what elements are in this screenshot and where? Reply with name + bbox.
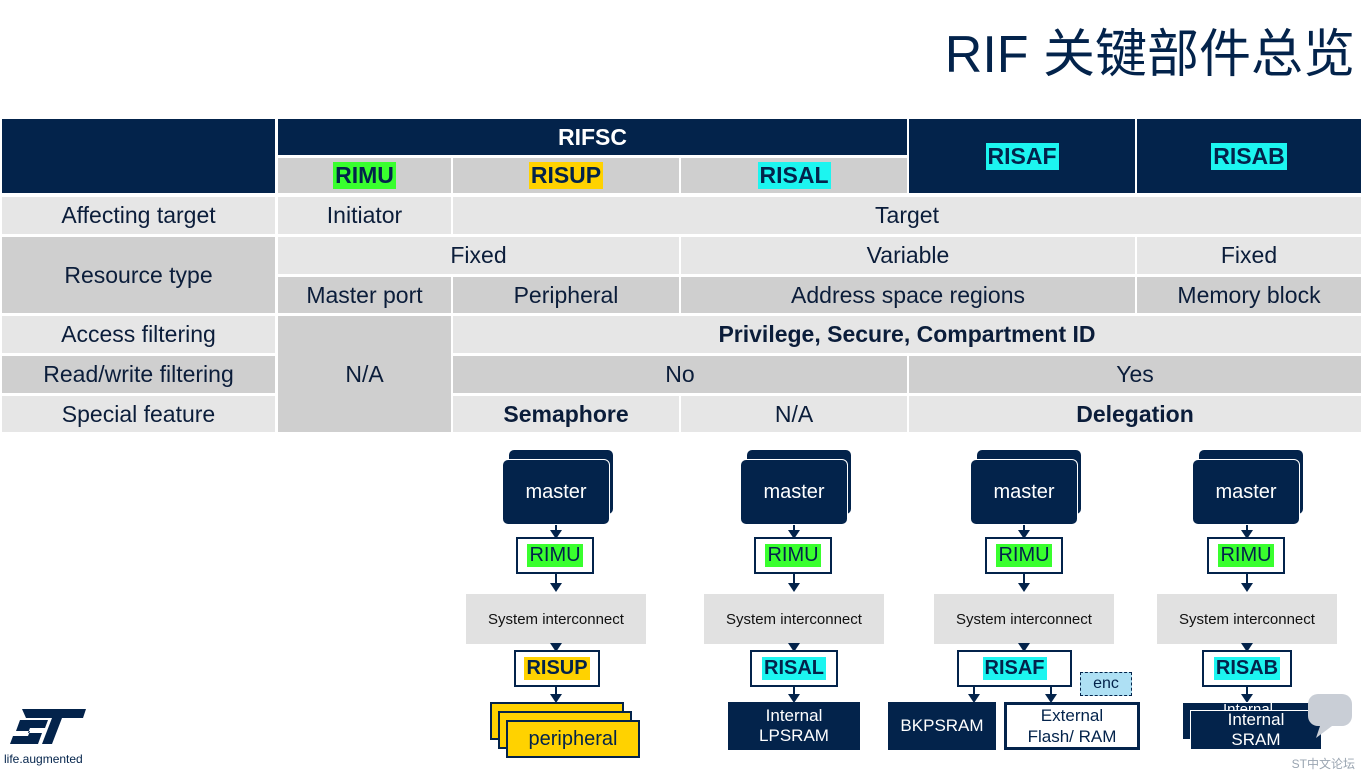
rifsc-header: RIFSC: [276, 117, 909, 157]
master-port-cell: Master port: [276, 275, 453, 315]
affecting-target-label: Affecting target: [0, 195, 277, 236]
rimu-label: RIMU: [765, 544, 821, 567]
rimu-box: RIMU: [754, 537, 832, 574]
risaf-header-label: RISAF: [985, 142, 1059, 170]
arrow-icon: [1018, 525, 1030, 539]
risup-label: RISUP: [524, 657, 590, 680]
arrow-icon: [788, 643, 800, 652]
internal-sram-label: Internal SRAM: [1227, 710, 1285, 749]
internal-lpsram-label: Internal LPSRAM: [759, 706, 829, 745]
master-box: master: [1192, 459, 1300, 525]
special-na-cell: N/A: [679, 394, 909, 434]
rimu-box: RIMU: [985, 537, 1063, 574]
na-merged-cell: N/A: [276, 314, 453, 434]
access-filtering-label: Access filtering: [0, 314, 277, 355]
system-interconnect-box: System interconnect: [466, 594, 646, 644]
resource-type-label: Resource type: [0, 235, 277, 315]
risup-header-label: RISUP: [528, 162, 604, 189]
chat-icon-svg: [1308, 694, 1352, 738]
arrow-icon: [550, 687, 562, 703]
risal-header-cell: RISAL: [679, 156, 909, 195]
peripheral-label: peripheral: [528, 728, 618, 750]
risaf-header-cell: RISAF: [907, 117, 1137, 195]
bkpsram-box: BKPSRAM: [888, 702, 996, 750]
risab-label: RISAB: [1213, 657, 1281, 680]
fixed-cell: Fixed: [276, 235, 681, 276]
st-logo-icon: [10, 709, 86, 744]
address-space-cell: Address space regions: [679, 275, 1137, 315]
master-box: master: [740, 459, 848, 525]
rimu-label: RIMU: [996, 544, 1052, 567]
system-interconnect-box: System interconnect: [1157, 594, 1337, 644]
initiator-cell: Initiator: [276, 195, 453, 236]
rw-no-cell: No: [451, 354, 909, 395]
risab-header-cell: RISAB: [1135, 117, 1363, 195]
delegation-cell: Delegation: [907, 394, 1363, 434]
risal-box: RISAL: [750, 650, 838, 687]
rimu-header-label: RIMU: [333, 162, 396, 189]
internal-lpsram-box: Internal LPSRAM: [728, 702, 860, 750]
page-title: RIF 关键部件总览: [944, 26, 1355, 84]
peripheral-cell: Peripheral: [451, 275, 681, 315]
arrow-icon: [788, 687, 800, 703]
system-interconnect-box: System interconnect: [704, 594, 884, 644]
arrow-icon: [1045, 687, 1057, 703]
enc-box: enc: [1080, 672, 1132, 696]
arrow-icon: [550, 643, 562, 652]
arrow-icon: [1241, 525, 1253, 539]
master-box: master: [502, 459, 610, 525]
peripheral-box: peripheral: [506, 720, 640, 758]
risab-header-label: RISAB: [1211, 142, 1287, 170]
rw-filtering-label: Read/write filtering: [0, 354, 277, 395]
arrow-icon: [1241, 687, 1253, 703]
risup-box: RISUP: [514, 650, 600, 687]
risup-header-cell: RISUP: [451, 156, 681, 195]
rimu-label: RIMU: [1218, 544, 1274, 567]
rimu-box: RIMU: [1207, 537, 1285, 574]
fixed-risab-cell: Fixed: [1135, 235, 1363, 276]
chat-bubble-icon[interactable]: [1306, 692, 1358, 740]
rimu-header-cell: RIMU: [276, 156, 453, 195]
variable-cell: Variable: [679, 235, 1137, 276]
arrow-icon: [550, 525, 562, 539]
rimu-box: RIMU: [516, 537, 594, 574]
header-empty-cell: [0, 117, 277, 195]
external-flash-ram-box: External Flash/ RAM: [1004, 702, 1140, 750]
special-feature-label: Special feature: [0, 394, 277, 434]
risal-header-label: RISAL: [757, 162, 831, 189]
master-box: master: [970, 459, 1078, 525]
arrow-icon: [1018, 574, 1030, 592]
arrow-icon: [788, 574, 800, 592]
bkpsram-label: BKPSRAM: [900, 716, 984, 735]
internal-sram-box: Internal SRAM: [1190, 710, 1322, 750]
risab-box: RISAB: [1202, 650, 1292, 687]
risaf-label: RISAF: [982, 657, 1047, 680]
target-cell: Target: [451, 195, 1363, 236]
arrow-icon: [788, 525, 800, 539]
risaf-box: RISAF: [957, 650, 1072, 687]
external-flash-ram-label: External Flash/ RAM: [1027, 706, 1117, 746]
semaphore-cell: Semaphore: [451, 394, 681, 434]
arrow-icon: [1018, 643, 1030, 652]
arrow-icon: [1241, 574, 1253, 592]
system-interconnect-box: System interconnect: [934, 594, 1114, 644]
memory-block-cell: Memory block: [1135, 275, 1363, 315]
rw-yes-cell: Yes: [907, 354, 1363, 395]
st-logo: [6, 706, 90, 750]
arrow-icon: [968, 687, 980, 703]
risal-label: RISAL: [762, 657, 826, 680]
arrow-icon: [550, 574, 562, 592]
watermark: ST中文论坛: [1291, 757, 1355, 771]
rimu-label: RIMU: [527, 544, 583, 567]
arrow-icon: [1241, 643, 1253, 652]
logo-tagline: life.augmented: [4, 752, 83, 766]
access-filtering-value: Privilege, Secure, Compartment ID: [451, 314, 1363, 355]
